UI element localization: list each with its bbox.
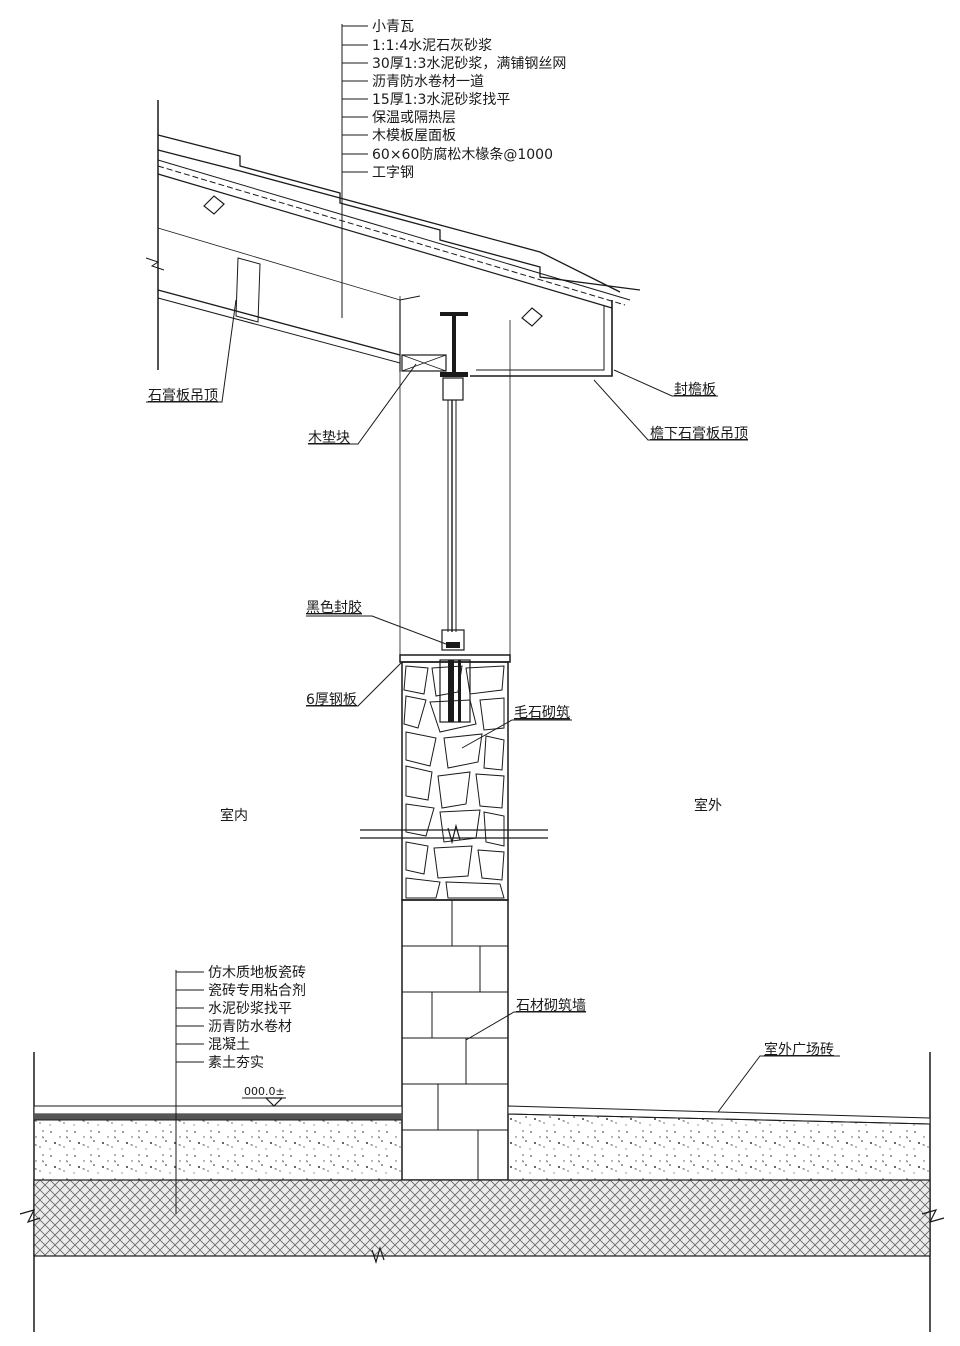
beam-enclosure <box>399 295 421 301</box>
column-break-symbol <box>447 823 461 845</box>
waterproof-layer <box>34 1114 402 1120</box>
rafter-block <box>203 195 225 215</box>
plaza-brick-label: 室外广场砖 <box>764 1041 834 1058</box>
roof-assembly <box>145 100 641 655</box>
steel-plate-label: 6厚钢板 <box>306 692 357 708</box>
rafter-block <box>521 307 543 327</box>
stone-wall-body <box>401 899 509 1181</box>
stone-courses <box>402 900 508 1180</box>
elevation-triangle <box>264 1097 284 1107</box>
roof-layer-label: 1:1:4水泥石灰砂浆 <box>372 38 492 54</box>
roof-layer-label: 60×60防腐松木椽条@1000 <box>372 146 553 163</box>
rubble-masonry-label: 毛石砌筑 <box>514 705 570 721</box>
black-sealant-label: 黑色封胶 <box>306 599 362 616</box>
roof-layer-labels: 小青瓦 1:1:4水泥石灰砂浆 30厚1:3水泥砂浆，满铺钢丝网 沥青防水卷材一… <box>372 19 566 181</box>
wood-block-cross <box>401 354 447 372</box>
floor-layer-label: 仿木质地板瓷砖 <box>208 965 306 981</box>
exterior-label: 室外 <box>694 797 722 814</box>
interior-concrete <box>33 1119 403 1181</box>
masonry-column <box>360 654 548 1181</box>
floor-layer-label: 水泥砂浆找平 <box>208 1001 292 1017</box>
roof-board <box>157 173 613 309</box>
roof-tiles <box>157 134 641 291</box>
floor-layer-label: 素土夯实 <box>208 1055 264 1071</box>
floor-tile-layer <box>33 1105 403 1115</box>
gypsum-ceiling-label: 石膏板吊顶 <box>148 387 218 404</box>
window-sill-frame <box>441 629 465 651</box>
compacted-soil <box>33 1179 931 1257</box>
ground-section <box>19 1052 945 1332</box>
roof-layer-label: 30厚1:3水泥砂浆，满铺钢丝网 <box>372 56 566 72</box>
wood-block-label: 木垫块 <box>308 430 350 446</box>
ceiling-hanger <box>235 257 261 323</box>
i-beam <box>440 312 468 377</box>
soil-break-bottom <box>371 1245 385 1265</box>
leader-lines <box>146 24 840 1214</box>
roof-break-symbol <box>145 257 165 271</box>
glass-curtain <box>441 400 465 651</box>
roof-underside <box>157 289 401 356</box>
roof-layer-label: 工字钢 <box>372 165 414 181</box>
roof-layer-label: 沥青防水卷材一道 <box>372 74 484 90</box>
roof-layer-label: 15厚1:3水泥砂浆找平 <box>372 92 510 108</box>
gypsum-ceiling-line <box>157 297 401 364</box>
elevation-mark-label: 000.0± <box>244 1085 285 1098</box>
wood-block <box>401 354 447 372</box>
interior-label: 室内 <box>220 807 248 824</box>
floor-layer-label: 瓷砖专用粘合剂 <box>208 983 306 999</box>
floor-layer-labels: 仿木质地板瓷砖 瓷砖专用粘合剂 水泥砂浆找平 沥青防水卷材 混凝土 素土夯实 <box>208 965 306 1071</box>
steel-plate <box>399 654 511 663</box>
roof-mortar-layer <box>157 159 631 301</box>
roof-layer-label: 小青瓦 <box>372 19 414 35</box>
floor-layer-label: 沥青防水卷材 <box>208 1019 292 1035</box>
insulation-line <box>157 227 401 301</box>
roof-wire-mesh-layer <box>157 165 626 306</box>
roof-tiles-lower <box>157 149 621 293</box>
roof-layer-label: 保温或隔热层 <box>372 110 456 126</box>
exterior-base <box>507 1113 931 1181</box>
rubble-masonry-body <box>401 661 509 901</box>
embedded-steel <box>439 659 471 723</box>
eave-fascia-inner <box>476 306 605 371</box>
soil-break-left <box>19 1209 41 1224</box>
stone-wall-label: 石材砌筑墙 <box>516 998 586 1014</box>
soil-break-right <box>921 1209 945 1223</box>
eave-ceiling-label: 檐下石膏板吊顶 <box>650 425 748 442</box>
eave-fascia <box>470 300 613 377</box>
black-sealant-bead <box>446 642 460 648</box>
floor-layer-label: 混凝土 <box>208 1037 250 1053</box>
window-head-frame <box>442 377 464 401</box>
eave-board-label: 封檐板 <box>674 382 716 398</box>
roof-layer-label: 木模板屋面板 <box>372 128 456 144</box>
